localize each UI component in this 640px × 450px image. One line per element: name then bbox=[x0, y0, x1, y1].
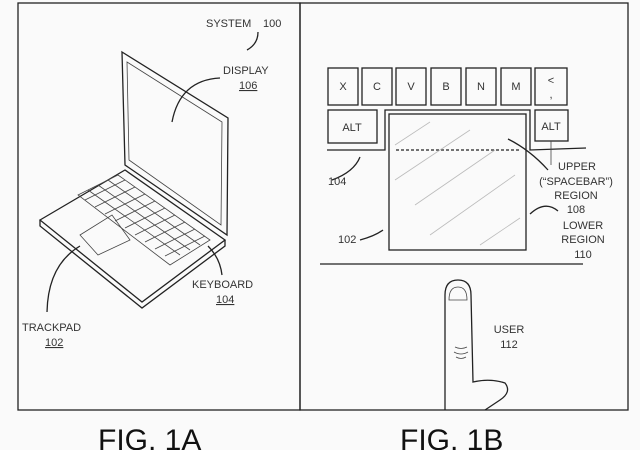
display-bezel bbox=[121, 50, 229, 237]
svg-text:REGION: REGION bbox=[561, 234, 604, 246]
display-arrow bbox=[171, 77, 221, 123]
display-screen bbox=[126, 61, 223, 226]
display-ref: 106 bbox=[239, 80, 257, 92]
trackpad-ref-arrow bbox=[359, 229, 384, 241]
key-4 bbox=[465, 67, 497, 106]
alt-left-key bbox=[327, 109, 378, 144]
key-2 bbox=[395, 67, 427, 106]
fig1b-frame bbox=[299, 2, 629, 411]
key-sub-label: , bbox=[549, 89, 552, 101]
trackpad-leader bbox=[46, 245, 81, 313]
key-3 bbox=[430, 67, 462, 106]
upper-region-label: UPPER (“SPACEBAR”) REGION 108 bbox=[539, 161, 613, 216]
keyboard-area bbox=[77, 174, 211, 266]
user-ref: 112 bbox=[500, 339, 518, 351]
svg-text:(“SPACEBAR”): (“SPACEBAR”) bbox=[539, 176, 613, 188]
key-row: X C V B N M <, bbox=[327, 67, 568, 106]
trackpad-shading bbox=[394, 121, 521, 246]
key-6 bbox=[534, 67, 568, 106]
lower-region-label: LOWER REGION 110 bbox=[561, 220, 604, 261]
key-1 bbox=[361, 67, 393, 106]
upper-region-arrow bbox=[507, 138, 549, 171]
svg-text:110: 110 bbox=[574, 249, 592, 261]
trackpad-rect bbox=[388, 113, 527, 251]
key-label: C bbox=[373, 81, 381, 93]
keyboard-keys bbox=[84, 179, 206, 257]
system-ref: 100 bbox=[263, 18, 281, 30]
key-label: V bbox=[407, 81, 415, 93]
alt-right-label: ALT bbox=[541, 121, 561, 133]
fig1a-caption: FIG. 1A bbox=[98, 424, 201, 450]
keyboard-leader bbox=[207, 245, 223, 276]
svg-text:108: 108 bbox=[567, 204, 585, 216]
trackpad-ref-102: 102 bbox=[338, 234, 356, 246]
key-5 bbox=[500, 67, 532, 106]
user-label: USER bbox=[494, 324, 525, 336]
alt-right-key bbox=[534, 109, 569, 142]
keyboard-ref: 104 bbox=[216, 294, 234, 306]
svg-text:UPPER: UPPER bbox=[558, 161, 596, 173]
key-label: < bbox=[548, 75, 554, 87]
trackpad-drawing bbox=[79, 214, 131, 256]
user-finger bbox=[444, 279, 509, 411]
keyboard-outline bbox=[327, 109, 587, 151]
system-arrow bbox=[246, 31, 259, 51]
lower-region-arrow bbox=[529, 205, 559, 215]
svg-text:REGION: REGION bbox=[554, 190, 597, 202]
trackpad-label: TRACKPAD bbox=[22, 322, 81, 334]
key-label: X bbox=[339, 81, 347, 93]
keyboard-ref-arrow bbox=[331, 156, 361, 181]
display-label: DISPLAY bbox=[223, 65, 269, 77]
key-label: B bbox=[442, 81, 449, 93]
keyboard-label: KEYBOARD bbox=[192, 279, 253, 291]
fig1b-caption: FIG. 1B bbox=[400, 424, 503, 450]
system-label: SYSTEM bbox=[206, 18, 251, 30]
key-0 bbox=[327, 67, 359, 106]
key-label: M bbox=[511, 81, 520, 93]
alt-left-label: ALT bbox=[342, 122, 362, 134]
keyboard-ref-104: 104 bbox=[328, 176, 346, 188]
trackpad-ref: 102 bbox=[45, 337, 63, 349]
key-label: N bbox=[477, 81, 485, 93]
svg-text:LOWER: LOWER bbox=[563, 220, 603, 232]
laptop-drawing bbox=[38, 50, 229, 309]
